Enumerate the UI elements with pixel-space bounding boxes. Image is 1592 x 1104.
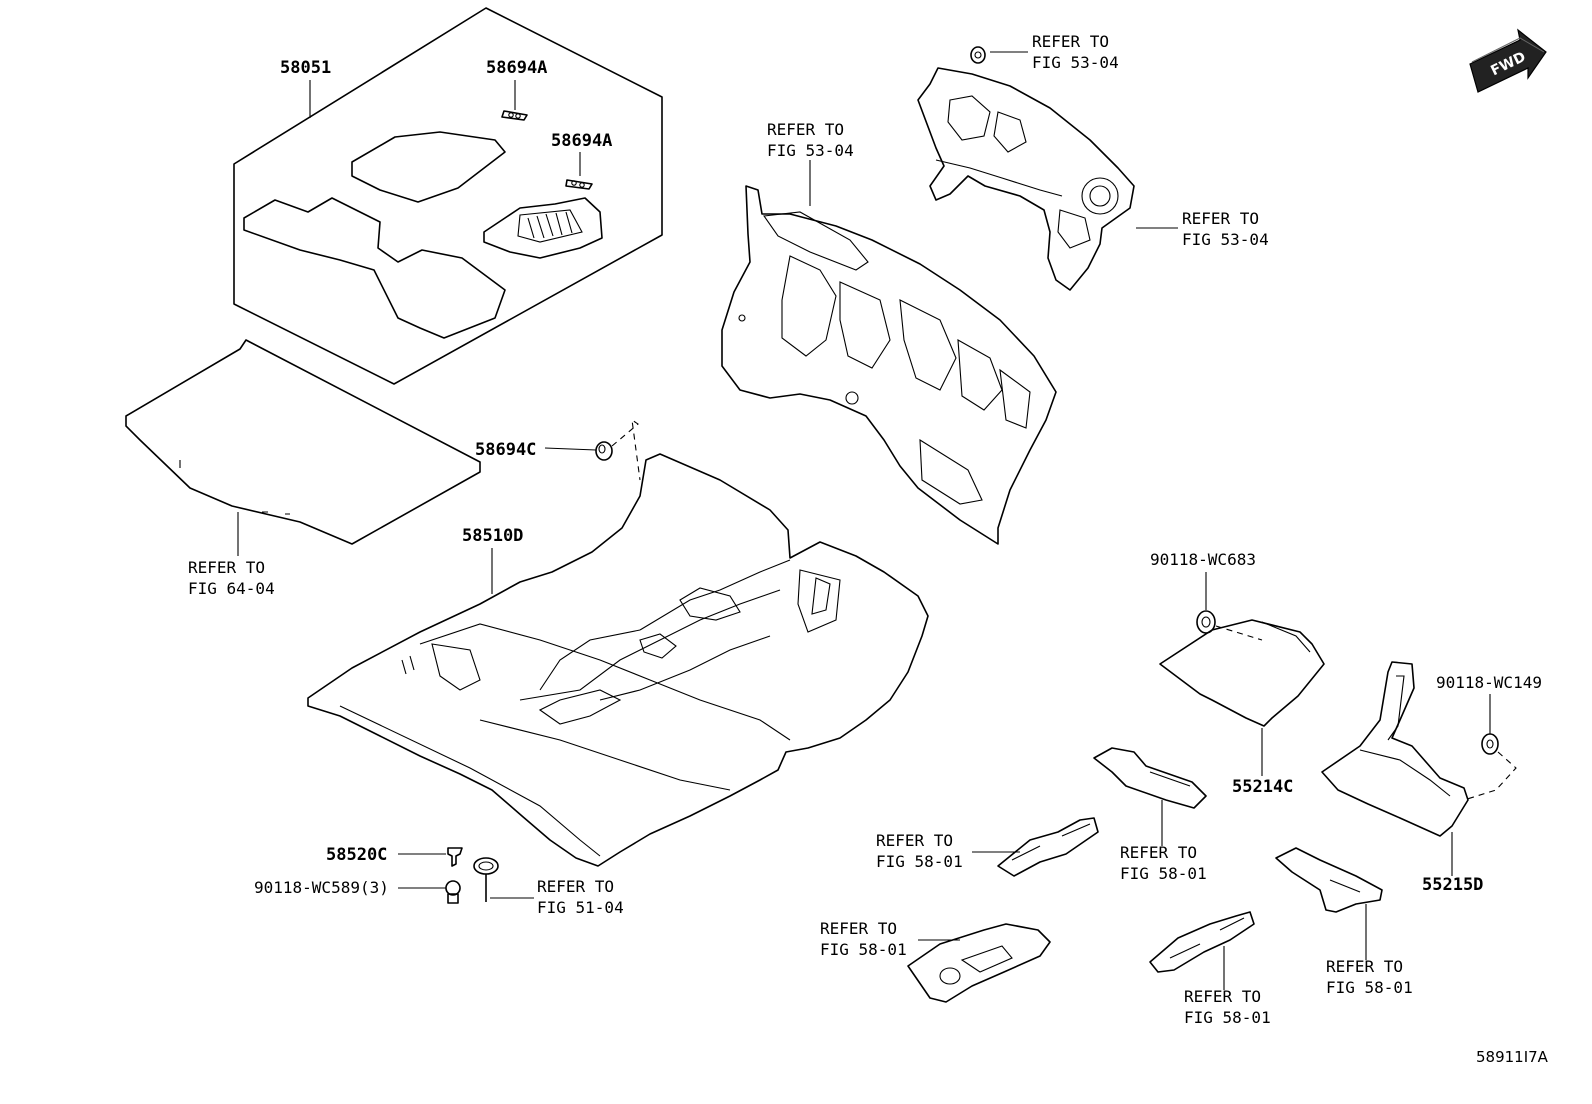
svg-text:REFER TO: REFER TO — [820, 919, 897, 938]
55214c-silencer[interactable] — [1159, 619, 1325, 727]
svg-text:FIG 58-01: FIG 58-01 — [1326, 978, 1413, 997]
label-55214c: 55214C — [1232, 777, 1293, 797]
label-58520c: 58520C — [326, 845, 387, 865]
label-90118-wc683: 90118-WC683 — [1150, 550, 1256, 569]
refer-fig-58-01-b[interactable]: REFER TO FIG 58-01 — [1120, 843, 1207, 883]
label-55215d: 55215D — [1422, 875, 1483, 895]
label-58694a-lower: 58694A — [551, 131, 612, 151]
58520c-bolt[interactable] — [447, 847, 463, 867]
front-left-mat[interactable] — [243, 197, 506, 339]
refer-fig-53-04-right[interactable]: REFER TO FIG 53-04 — [1182, 209, 1269, 249]
diagram-code: 58911I7A — [1476, 1048, 1549, 1066]
dash-panel-lower[interactable] — [721, 185, 1057, 545]
refer-fig-58-01-c[interactable]: REFER TO FIG 58-01 — [820, 919, 907, 959]
floor-anchor-pin[interactable] — [473, 857, 499, 902]
insulator-e[interactable] — [1275, 847, 1383, 913]
mat-clip-upper[interactable] — [501, 110, 528, 121]
label-90118-wc589: 90118-WC589(3) — [254, 878, 389, 897]
svg-text:REFER TO: REFER TO — [537, 877, 614, 896]
label-58051: 58051 — [280, 58, 331, 78]
svg-text:FIG 58-01: FIG 58-01 — [1120, 864, 1207, 883]
58694c-dash-line — [611, 418, 641, 481]
mat-clip-lower[interactable] — [565, 179, 593, 190]
wc149-dash-line — [1463, 751, 1517, 801]
svg-text:FIG 64-04: FIG 64-04 — [188, 579, 275, 598]
floor-carpet-main[interactable] — [307, 453, 929, 867]
svg-text:FIG 53-04: FIG 53-04 — [1182, 230, 1269, 249]
svg-text:FIG 51-04: FIG 51-04 — [537, 898, 624, 917]
svg-text:FIG 58-01: FIG 58-01 — [876, 852, 963, 871]
svg-text:REFER TO: REFER TO — [1182, 209, 1259, 228]
refer-fig-53-04-top[interactable]: REFER TO FIG 53-04 — [1032, 32, 1119, 72]
rear-mat-with-grille[interactable] — [483, 197, 603, 259]
top-nut-fastener[interactable] — [970, 46, 986, 64]
floor-mat-kit-box[interactable] — [233, 7, 663, 385]
label-58694c: 58694C — [475, 440, 536, 460]
leader-lines — [237, 51, 1491, 990]
insulator-c[interactable] — [907, 923, 1051, 1003]
svg-text:REFER TO: REFER TO — [876, 831, 953, 850]
svg-text:REFER TO: REFER TO — [188, 558, 265, 577]
fwd-arrow-icon — [1469, 28, 1547, 93]
label-58694a-upper: 58694A — [486, 58, 547, 78]
90118-wc149-clip[interactable] — [1481, 733, 1499, 755]
58694c-clip[interactable] — [595, 441, 613, 461]
refer-fig-51-04[interactable]: REFER TO FIG 51-04 — [537, 877, 624, 917]
svg-text:REFER TO: REFER TO — [1184, 987, 1261, 1006]
front-right-mat[interactable] — [351, 131, 506, 203]
insulator-a[interactable] — [997, 817, 1099, 877]
refer-fig-53-04-left[interactable]: REFER TO FIG 53-04 — [767, 120, 854, 160]
label-90118-wc149: 90118-WC149 — [1436, 673, 1542, 692]
refer-fig-58-01-e[interactable]: REFER TO FIG 58-01 — [1326, 957, 1413, 997]
refer-fig-58-01-a[interactable]: REFER TO FIG 58-01 — [876, 831, 963, 871]
svg-text:REFER TO: REFER TO — [1326, 957, 1403, 976]
55215d-silencer[interactable] — [1321, 661, 1469, 837]
svg-text:FIG 53-04: FIG 53-04 — [1032, 53, 1119, 72]
svg-text:FIG 53-04: FIG 53-04 — [767, 141, 854, 160]
wc683-dash-line — [1215, 625, 1263, 641]
svg-text:REFER TO: REFER TO — [1032, 32, 1109, 51]
svg-text:REFER TO: REFER TO — [1120, 843, 1197, 862]
insulator-b[interactable] — [1093, 747, 1207, 809]
rear-luggage-mat[interactable] — [125, 339, 481, 545]
refer-fig-64-04[interactable]: REFER TO FIG 64-04 — [188, 558, 275, 598]
dash-panel-upper[interactable] — [917, 67, 1135, 291]
insulator-d[interactable] — [1149, 911, 1255, 973]
90118-wc589-clip[interactable] — [445, 880, 461, 904]
label-58510d: 58510D — [462, 526, 523, 546]
svg-text:FIG 58-01: FIG 58-01 — [820, 940, 907, 959]
svg-text:REFER TO: REFER TO — [767, 120, 844, 139]
svg-text:FIG 58-01: FIG 58-01 — [1184, 1008, 1271, 1027]
refer-fig-58-01-d[interactable]: REFER TO FIG 58-01 — [1184, 987, 1271, 1027]
